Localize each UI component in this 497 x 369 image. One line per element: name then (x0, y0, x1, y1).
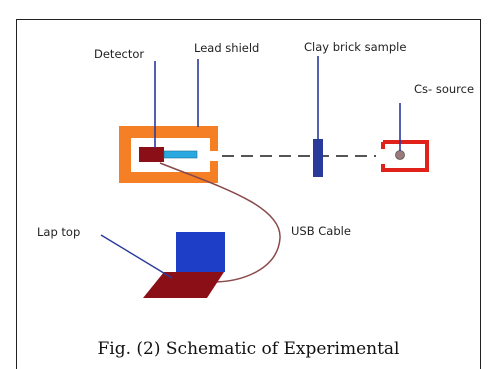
laptop-base (143, 272, 224, 298)
laptop-leader (100, 234, 173, 279)
figure-frame (16, 19, 481, 369)
laptop-label: Lap top (37, 225, 81, 239)
detector-body (139, 147, 164, 162)
sample-label: Clay brick sample (304, 40, 407, 54)
usb-cable (159, 162, 281, 283)
source-holder (381, 140, 429, 172)
source-label: Cs- source (414, 82, 475, 96)
cs-source-point (395, 150, 405, 160)
usb-cable-label: USB Cable (291, 224, 351, 238)
lead-shield-label: Lead shield (194, 41, 260, 55)
figure-caption: Fig. (2) Schematic of Experimental (97, 339, 400, 359)
clay-brick-sample (313, 139, 323, 177)
detector-crystal (163, 150, 198, 159)
shield-aperture (204, 151, 222, 161)
detector-label: Detector (94, 47, 145, 61)
laptop-screen (176, 232, 225, 272)
